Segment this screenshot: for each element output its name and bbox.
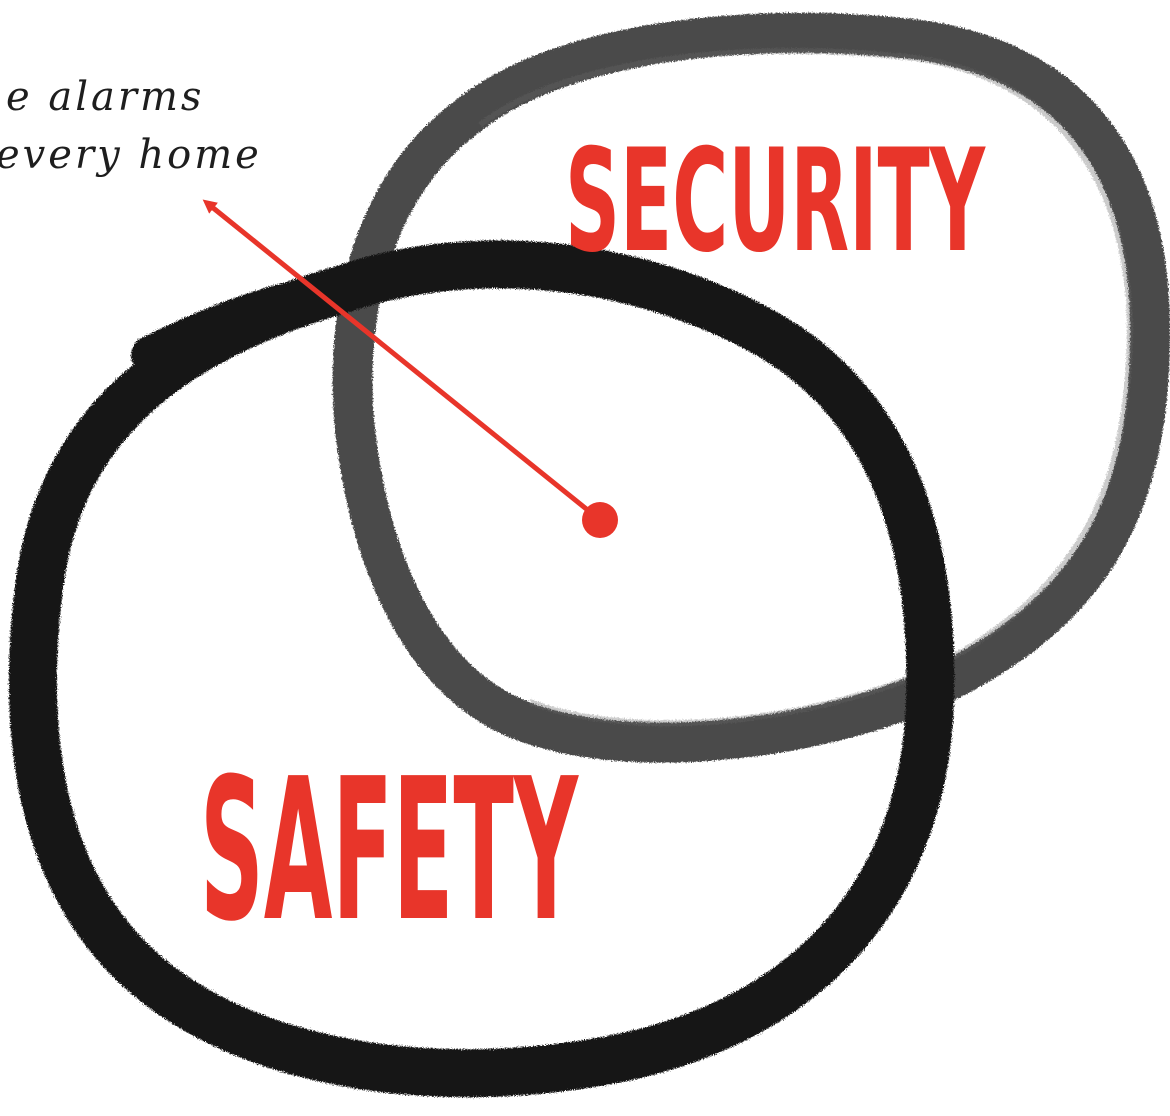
security-label: SECURITY (565, 119, 986, 284)
safety-label: SAFETY (200, 737, 579, 965)
intersection-dot (582, 502, 618, 538)
caption-line-1: e alarms (6, 74, 204, 120)
caption-line-2: every home (0, 132, 262, 178)
